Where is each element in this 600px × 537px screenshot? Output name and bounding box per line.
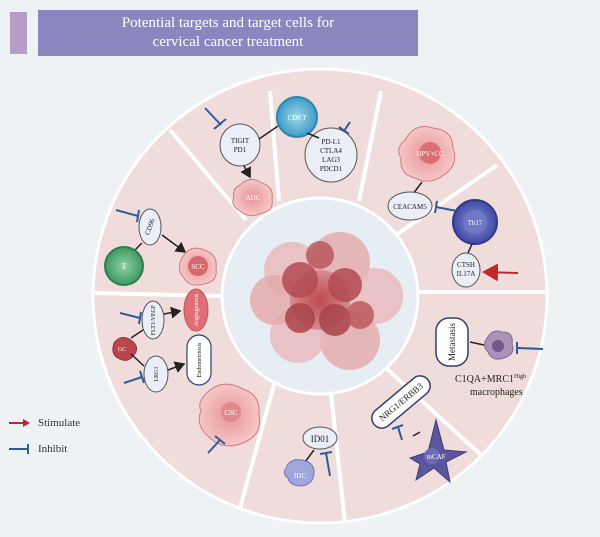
mcaf-label: mCAF	[426, 453, 445, 461]
csc-inhibit-marker	[207, 435, 226, 454]
csc-label: CSC	[224, 409, 238, 417]
mcaf-cell: mCAF	[408, 418, 468, 484]
title-line-2: cervical cancer treatment	[152, 34, 304, 50]
idc-inhibit-marker	[319, 451, 333, 477]
hpv-cc-cell: HPV+CC	[398, 126, 456, 182]
macrophage-inhibit-marker	[516, 342, 544, 354]
ceacam5-box: CEACAM5	[387, 191, 433, 221]
adc-label: ADC	[246, 194, 261, 202]
title-banner: Potential targets and target cells for c…	[38, 10, 418, 56]
gc-label: GC	[118, 347, 126, 353]
lrg1-inhibit-marker	[123, 370, 145, 384]
tigit-box: TIGIT PD1	[219, 123, 261, 167]
cd8-target-4: PDCD1	[320, 165, 343, 173]
cd8-inhibit-marker	[338, 121, 351, 135]
angiogenesis-label: Angiogenesis	[194, 293, 200, 326]
metastasis-box: Metastasis	[435, 317, 469, 367]
metastasis-label: Metastasis	[447, 323, 457, 361]
cd96-box: CD96	[138, 208, 162, 246]
flt1-inhibit-marker	[119, 311, 142, 325]
title-line-1: Potential targets and target cells for	[121, 15, 335, 31]
scc-cell: SCC	[178, 247, 217, 286]
tigit-label-2: PD1	[234, 146, 247, 154]
id01-label: ID01	[311, 434, 330, 444]
cd8-label: CD8 T	[287, 114, 307, 122]
csc-cell: CSC	[198, 383, 261, 447]
legend-inhibit-label: Inhibit	[38, 443, 68, 455]
flt1-vegf-label: FLT1/VEGF	[151, 304, 157, 335]
mcaf-inhibit-marker	[391, 424, 404, 441]
angiogenesis-box: Angiogenesis	[183, 288, 209, 332]
legend-stimulate: Stimulate	[8, 410, 80, 436]
lrg1-box: LRG1	[143, 355, 169, 393]
lrg1-label: LRG1	[154, 367, 160, 382]
stimulate-arrow-icon	[9, 419, 30, 427]
cd8-target-2: CTLA4	[320, 147, 342, 155]
cd8-target-1: PD-L1	[321, 138, 341, 146]
tumor-cluster	[250, 232, 403, 370]
cd96-inhibit-marker	[115, 209, 140, 223]
idc-label: IDC	[294, 472, 306, 480]
th17-target-1: CTSH	[457, 261, 475, 269]
hpv-cc-label: HPV+CC	[416, 150, 444, 158]
legend-stimulate-label: Stimulate	[38, 417, 81, 429]
th17-label: Th17	[468, 219, 483, 227]
cd8-targets-box: PD-L1 CTLA4 LAG3 PDCD1	[304, 127, 358, 183]
id01-box: ID01	[302, 426, 338, 450]
legend-inhibit: Inhibit	[8, 436, 80, 462]
idc-cell: IDC	[283, 459, 315, 487]
cd8-t-cell: CD8 T	[276, 96, 318, 138]
title-accent-bar	[10, 12, 27, 54]
t-cell-label: T	[122, 262, 127, 271]
scc-label: SCC	[191, 263, 205, 271]
flt1-vegf-box: FLT1/VEGF	[141, 300, 165, 340]
endometriosis-label: Endometriosis	[197, 342, 203, 377]
th17-cell: Th17	[452, 199, 498, 245]
cd8-target-3: LAG3	[322, 156, 340, 164]
tigit-label-1: TIGIT	[231, 137, 250, 145]
th17-targets-box: CTSH IL17A	[451, 252, 481, 288]
endometriosis-box: Endometriosis	[186, 334, 212, 386]
th17-target-2: IL17A	[457, 270, 476, 278]
tigit-inhibit-marker	[204, 107, 227, 130]
t-cell: T	[104, 246, 144, 286]
legend: Stimulate Inhibit	[8, 410, 80, 462]
macrophage-cell	[483, 330, 514, 360]
macrophage-caption-line-2: macrophages	[470, 387, 523, 398]
macrophage-caption-line-1: C1QA+MRC1High	[455, 374, 526, 385]
ceacam5-label: CEACAM5	[393, 203, 427, 211]
inhibit-bar-icon	[9, 444, 29, 454]
th17-stimulate-arrow	[482, 263, 519, 282]
adc-cell: ADC	[232, 179, 273, 217]
